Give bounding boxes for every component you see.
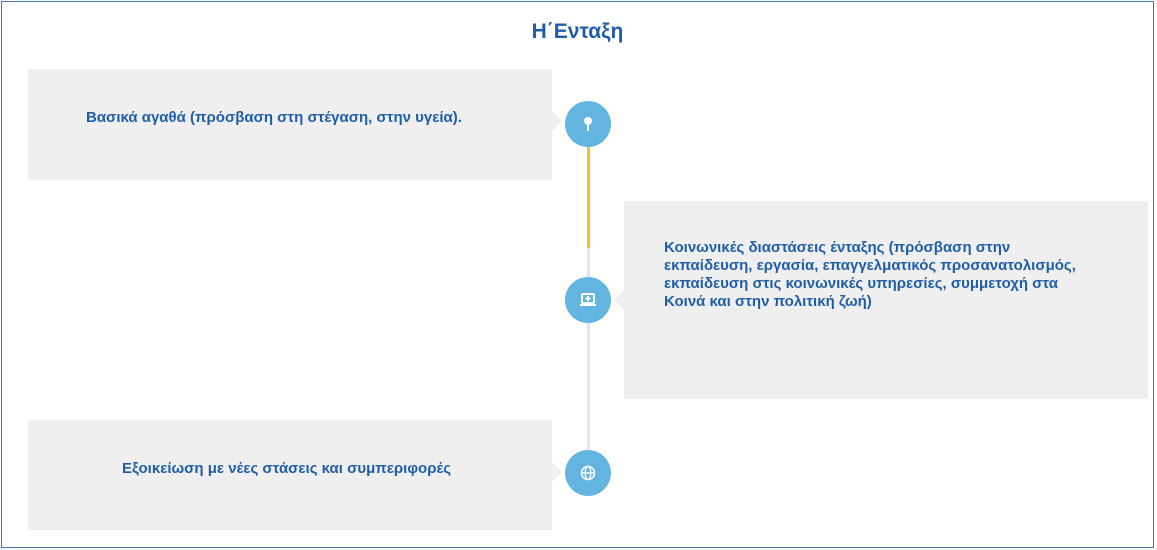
timeline-node-2 xyxy=(565,277,611,323)
laptop-icon xyxy=(580,293,596,306)
card-text: Βασικά αγαθά (πρόσβαση στη στέγαση, στην… xyxy=(86,109,462,126)
pin-icon xyxy=(584,117,592,131)
globe-icon xyxy=(580,465,596,481)
timeline-progress-line xyxy=(587,142,590,248)
card-text: Κοινωνικές διαστάσεις ένταξης (πρόσβαση … xyxy=(664,239,1076,310)
timeline-card-social-dimensions: Κοινωνικές διαστάσεις ένταξης (πρόσβαση … xyxy=(614,201,1148,399)
card-text: Εξοικείωση με νέες στάσεις και συμπεριφο… xyxy=(122,460,452,477)
timeline-card-new-attitudes: Εξοικείωση με νέες στάσεις και συμπεριφο… xyxy=(28,420,562,530)
timeline-card-basic-goods: Βασικά αγαθά (πρόσβαση στη στέγαση, στην… xyxy=(28,69,562,180)
timeline-node-1 xyxy=(565,101,611,147)
diagram-title: Η΄Ενταξη xyxy=(531,20,624,43)
timeline-node-3 xyxy=(565,450,611,496)
